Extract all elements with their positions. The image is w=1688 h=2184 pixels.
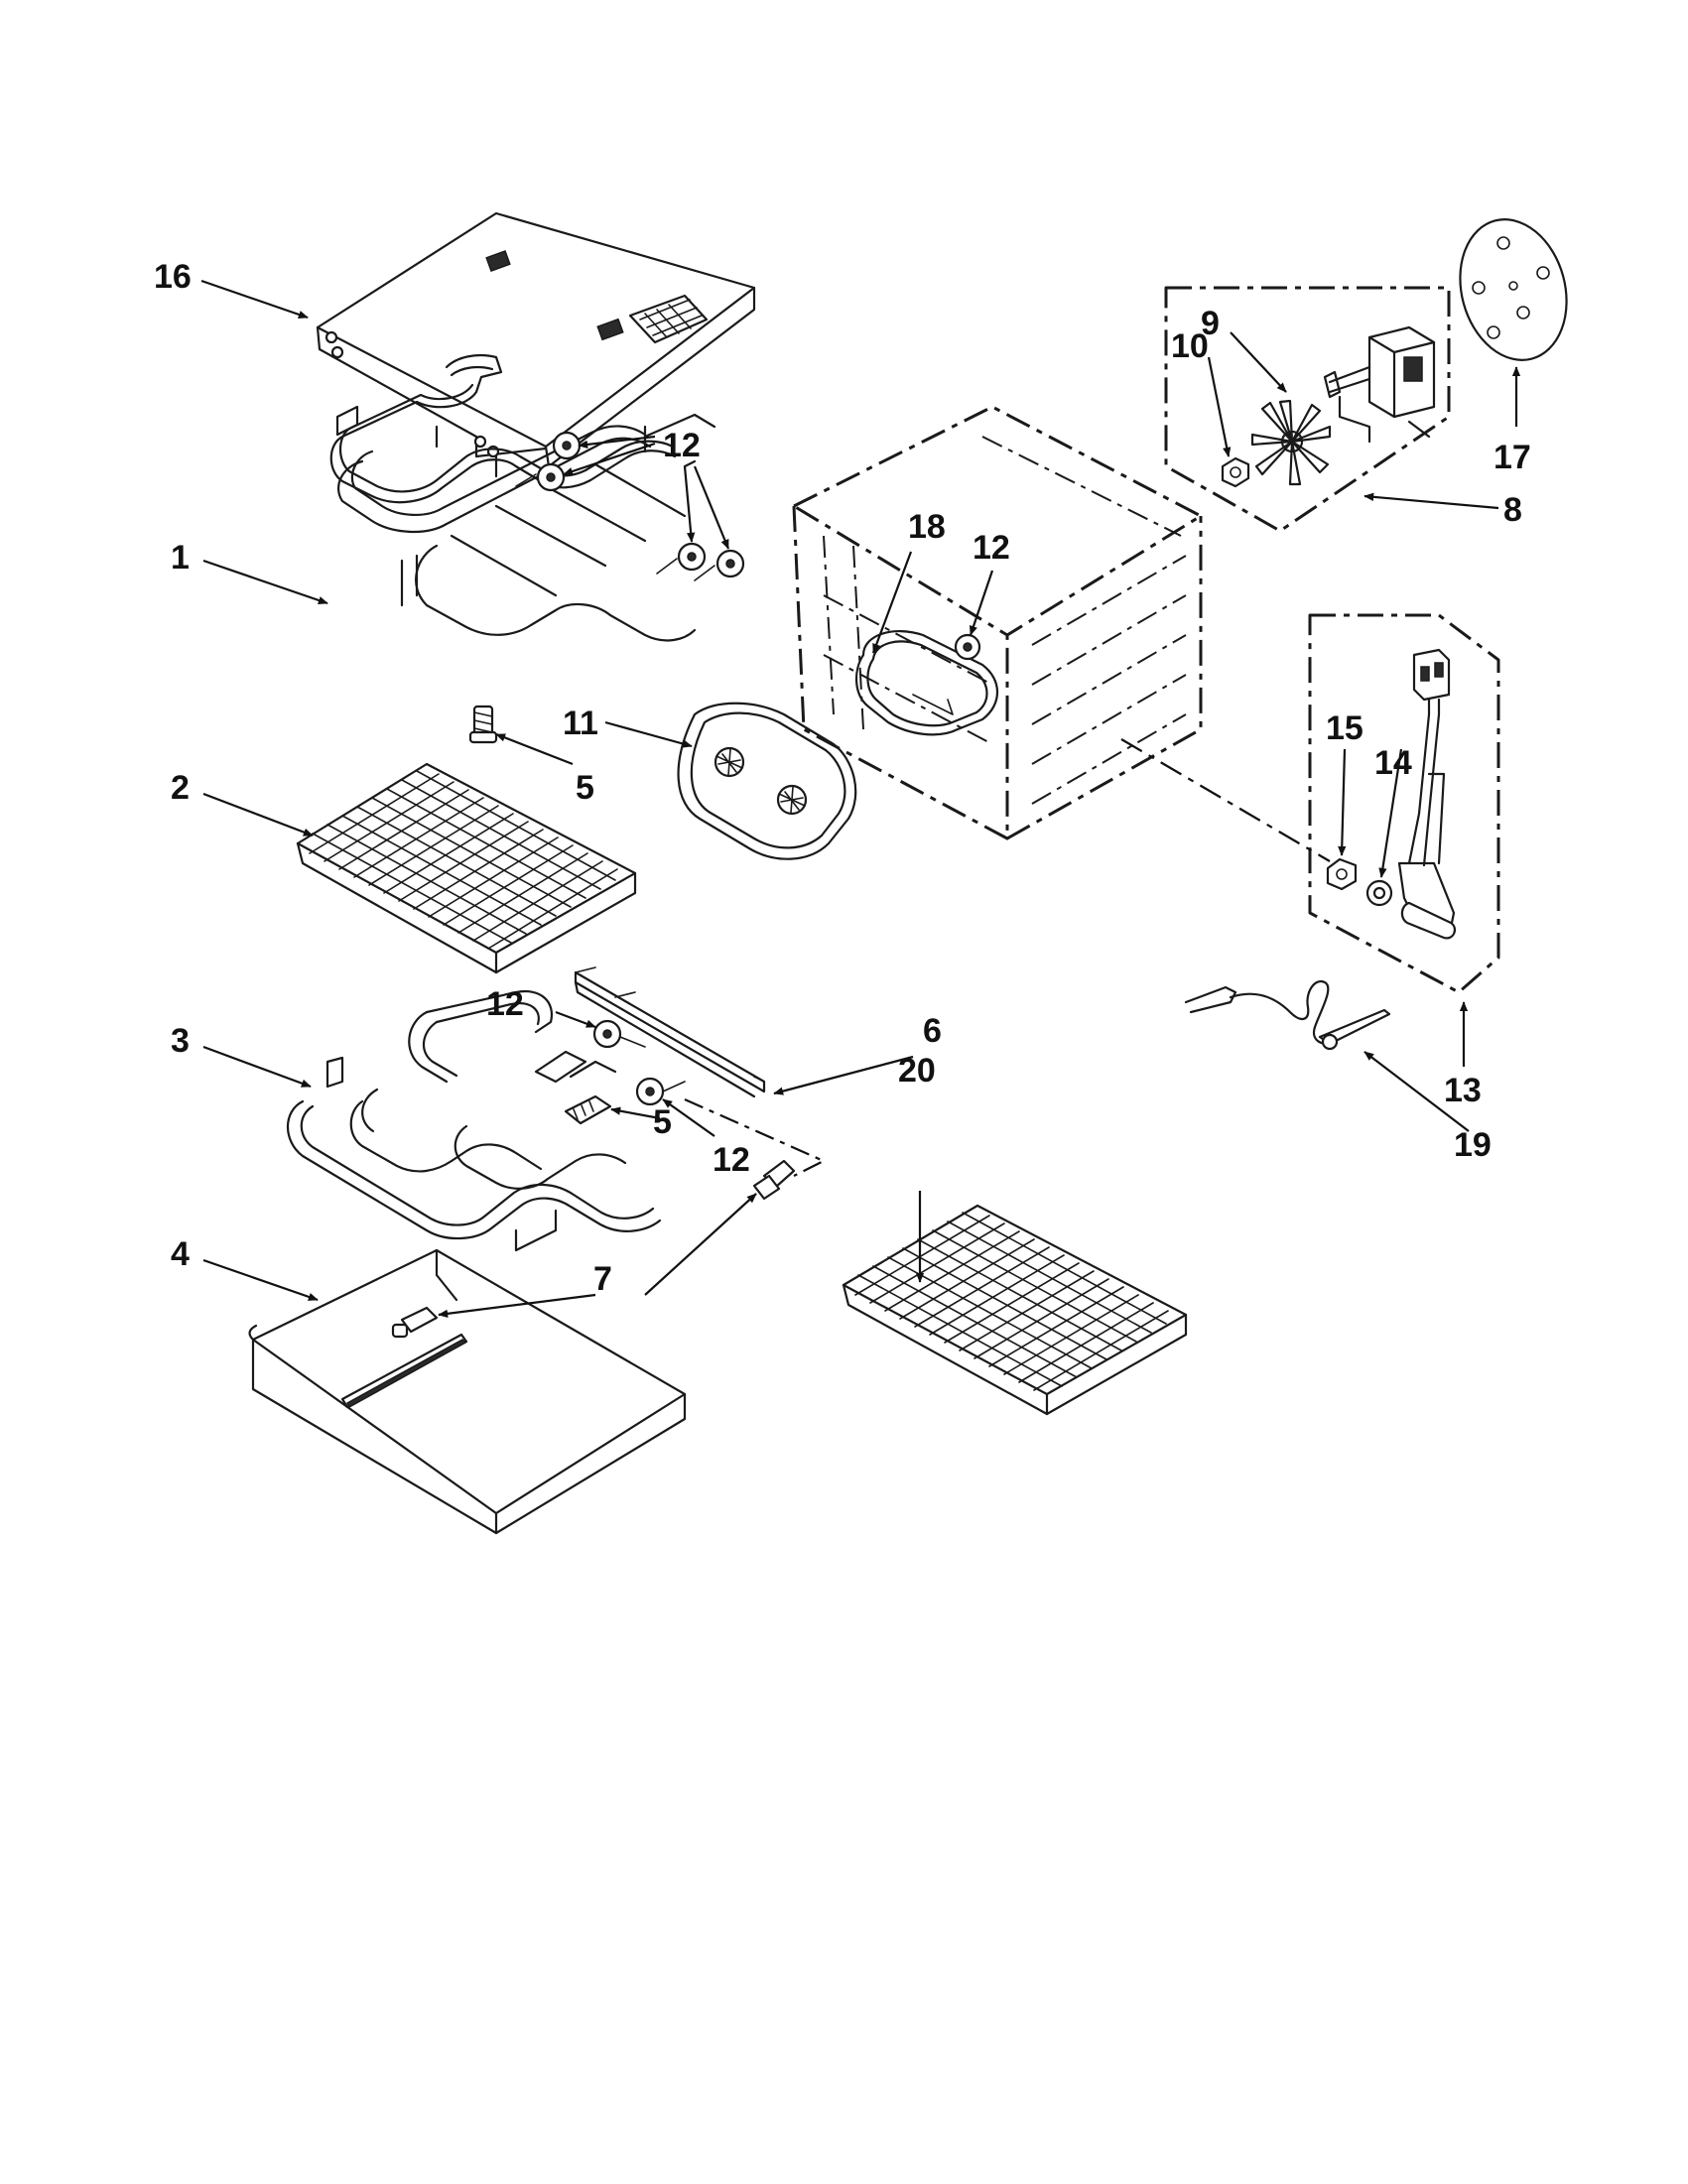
leader-arrows xyxy=(200,279,1521,1318)
callout-9: 9 xyxy=(1201,305,1220,342)
part-lower-rack xyxy=(842,1204,1188,1416)
callout-8: 8 xyxy=(1503,491,1522,529)
part-lower-element xyxy=(287,989,662,1252)
part-sensor-assembly xyxy=(1308,613,1500,994)
callout-13: 13 xyxy=(1444,1072,1482,1109)
part-screw-rack-support xyxy=(752,1159,796,1201)
vent-grille xyxy=(628,294,709,344)
part-screw-drip-tray xyxy=(391,1306,439,1339)
fan-grille-right xyxy=(776,784,808,816)
part-top-panel xyxy=(316,211,756,468)
part-screw-lower-element xyxy=(564,1094,612,1125)
callout-15: 15 xyxy=(1326,709,1363,747)
part-round-gasket xyxy=(1459,218,1568,361)
fan-blade xyxy=(1250,399,1332,486)
part-washer-cavity xyxy=(954,633,981,661)
callout-17: 17 xyxy=(1493,439,1531,476)
callout-3: 3 xyxy=(171,1022,190,1060)
part-upper-rack xyxy=(296,762,637,974)
part-convection-fan-assembly xyxy=(1164,286,1451,533)
part-back-cover-plate xyxy=(677,702,857,860)
sensor-alignment-line xyxy=(1120,738,1331,862)
callout-5-upper: 5 xyxy=(576,769,594,807)
callout-12-top: 12 xyxy=(663,427,701,464)
callout-4: 4 xyxy=(171,1235,190,1273)
callout-10: 10 xyxy=(1171,327,1209,365)
part-screw-upper xyxy=(468,705,498,744)
part-upper-element xyxy=(329,353,716,642)
part-meat-probe xyxy=(1184,979,1391,1051)
callout-18: 18 xyxy=(908,508,946,546)
callout-7: 7 xyxy=(593,1260,612,1298)
callout-20: 20 xyxy=(898,1052,936,1090)
part-drip-tray xyxy=(248,1248,687,1535)
fan-grille-left xyxy=(714,746,745,778)
fan-nut xyxy=(1221,456,1250,488)
callout-12-cavity: 12 xyxy=(973,529,1010,567)
callout-19: 19 xyxy=(1454,1126,1492,1164)
oven-cavity-reference xyxy=(792,405,1203,840)
callout-2: 2 xyxy=(171,769,190,807)
callout-12-lower-right: 12 xyxy=(713,1141,750,1179)
part-gasket xyxy=(855,630,998,736)
sensor-washer xyxy=(1365,879,1393,907)
callout-16: 16 xyxy=(154,258,192,296)
sensor-nut xyxy=(1326,857,1358,891)
callout-11: 11 xyxy=(563,705,598,742)
callout-5-lower: 5 xyxy=(653,1103,672,1141)
callout-12-lower-left: 12 xyxy=(486,985,524,1023)
part-fastener-washers-upper xyxy=(515,431,745,581)
callout-1: 1 xyxy=(171,539,190,577)
part-bracket xyxy=(574,966,766,1098)
callout-6: 6 xyxy=(923,1012,942,1050)
callout-labels: 16 12 1 5 11 18 12 9 10 17 8 2 15 14 12 … xyxy=(154,258,1531,1298)
callout-14: 14 xyxy=(1374,744,1412,782)
part-fastener-washers-lower xyxy=(592,1019,827,1177)
